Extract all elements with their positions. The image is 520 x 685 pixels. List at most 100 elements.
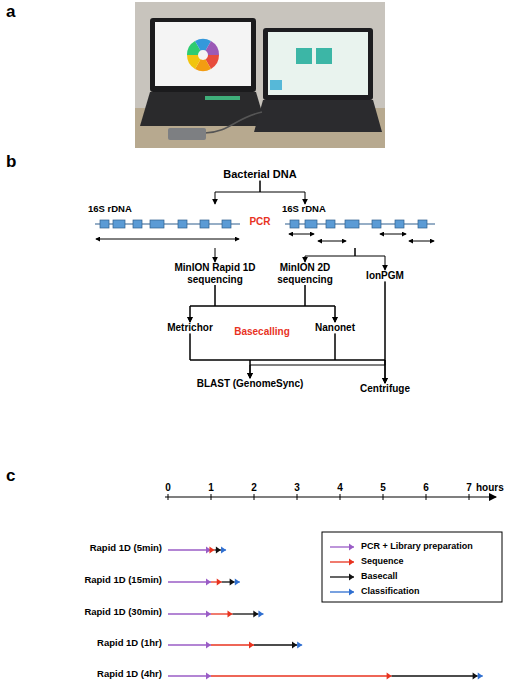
legend-sample: [330, 559, 354, 566]
timeline-shaft: [211, 644, 254, 645]
timeline-shaft: [330, 546, 354, 547]
timeline-head: [209, 547, 214, 554]
flow-connector: [190, 285, 215, 322]
timeline-shaft: [168, 581, 211, 582]
text-label: Rapid 1D (30min): [8, 607, 162, 618]
timeline-head: [230, 579, 235, 586]
legend-text: Classification: [361, 586, 420, 596]
gene-region: [305, 220, 317, 228]
flow-node: Nanonet: [295, 322, 375, 334]
timeline-head: [297, 642, 302, 649]
flow-node: 16S rDNA: [282, 204, 442, 248]
timeline-head: [292, 642, 297, 649]
timeline-shaft: [235, 581, 240, 582]
timeline-shaft: [214, 549, 220, 550]
gene-region: [150, 220, 164, 228]
timeline-shaft: [478, 675, 483, 676]
timeline-head: [228, 611, 233, 618]
text-label: 2: [244, 482, 264, 494]
timeline-arrow: [168, 611, 211, 618]
timeline-head: [216, 547, 221, 554]
flow-node: Centrifuge: [345, 383, 425, 395]
legend-text: Basecall: [361, 571, 398, 581]
legend-text: PCR + Library preparation: [361, 541, 473, 551]
laptop-screen-bezel: [263, 28, 373, 100]
timeline-arrow: [235, 579, 240, 586]
timeline-arrow: [168, 642, 211, 649]
timeline-shaft: [168, 644, 211, 645]
flow-node: Metrichor: [150, 322, 230, 334]
axis-tick: [211, 494, 212, 500]
timeline-shaft: [211, 613, 233, 614]
usb-cable: [205, 112, 262, 133]
flow-connector: [305, 248, 355, 262]
laptop-screen-bezel: [150, 18, 256, 92]
gene-region: [178, 220, 187, 228]
legend-sample: [330, 544, 354, 551]
axis-line: [165, 496, 496, 497]
axis-tick: [168, 494, 169, 500]
gene-region: [395, 220, 404, 228]
timeline-head: [349, 559, 354, 566]
node-text: 16S rDNA: [282, 204, 442, 215]
display-tile: [270, 80, 282, 90]
text-label: 6: [416, 482, 436, 494]
timeline-arrow: [222, 579, 235, 586]
timeline-arrow: [254, 642, 297, 649]
timeline-arrow: [211, 673, 392, 680]
timeline-head: [349, 574, 354, 581]
text-label: Rapid 1D (15min): [8, 575, 162, 586]
color-wheel-hole: [198, 50, 208, 60]
gene-region: [345, 220, 359, 228]
flow-connector: [190, 334, 385, 384]
timeline-arrow: [209, 547, 214, 554]
timeline-arrow: [211, 642, 254, 649]
node-text: MinION 2D sequencing: [255, 262, 355, 285]
timeline-arrow: [168, 547, 211, 554]
text-label: 3: [287, 482, 307, 494]
timeline-shaft: [392, 675, 478, 676]
flow-node: 16S rDNA: [88, 204, 248, 248]
timeline-shaft: [258, 613, 263, 614]
timeline-head: [349, 544, 354, 551]
text-label: Rapid 1D (4hr): [8, 669, 162, 680]
flow-connector: [250, 334, 335, 379]
axis-tick: [297, 494, 298, 500]
timeline-head: [217, 579, 222, 586]
laptop-display: [268, 32, 368, 95]
gene-region: [133, 220, 142, 228]
display-tile: [296, 48, 312, 64]
gene-region: [100, 220, 109, 228]
flow-node: BLAST (GenomeSync): [195, 378, 305, 390]
panel-letter: b: [6, 152, 26, 172]
gene-bar-left: [95, 220, 240, 239]
axis-tick: [383, 494, 384, 500]
laptop-display: [155, 22, 251, 86]
timeline-head: [221, 547, 226, 554]
display-tile: [316, 48, 332, 64]
node-text: 16S rDNA: [88, 204, 248, 215]
timeline-shaft: [233, 613, 259, 614]
timeline-shaft: [330, 561, 354, 562]
timeline-arrow: [168, 673, 211, 680]
timeline-head: [473, 673, 478, 680]
time-axis: [165, 494, 496, 500]
flow-connector: [260, 181, 305, 204]
node-text: IonPGM: [350, 270, 420, 282]
amplicon-span: [380, 234, 406, 235]
timeline-shaft: [168, 675, 211, 676]
text-label: 1: [201, 482, 221, 494]
photo-illustration: [135, 2, 385, 148]
node-text: Centrifuge: [345, 383, 425, 395]
minion-device: [168, 128, 206, 140]
flow-node: IonPGM: [350, 270, 420, 282]
timeline-head: [206, 642, 211, 649]
timeline-arrow: [233, 611, 259, 618]
text-label: 0: [158, 482, 178, 494]
legend-text: Sequence: [361, 556, 404, 566]
gene-region: [290, 220, 299, 228]
timeline-head: [387, 673, 392, 680]
